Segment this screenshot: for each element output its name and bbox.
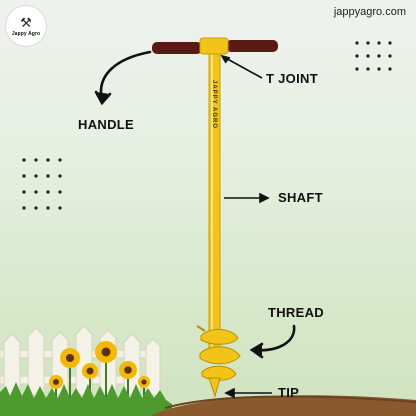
shaft-arrow <box>224 192 270 204</box>
label-tip: TIP <box>278 385 300 400</box>
t-joint-arrow <box>220 54 263 79</box>
soil-mound <box>150 395 416 416</box>
sunflower-1 <box>60 348 80 400</box>
thread-arrow <box>249 324 296 359</box>
grass <box>0 382 172 416</box>
dot-grid-left <box>22 158 62 210</box>
sunflower-2 <box>95 341 117 400</box>
handle-arrow <box>94 50 152 106</box>
website-url: jappyagro.com <box>333 6 406 18</box>
shaft-highlight <box>211 50 213 362</box>
soil-top <box>164 395 416 409</box>
shaft-brand-text: JAPPY AGRO <box>211 80 217 130</box>
dot-grid-right <box>355 41 392 71</box>
label-t-joint: T JOINT <box>266 71 318 86</box>
label-thread: THREAD <box>268 305 324 320</box>
auger-thread <box>196 325 241 381</box>
label-shaft: SHAFT <box>278 190 323 205</box>
tools-icon: ⚒ <box>20 14 32 30</box>
logo-text: Jappy Agro <box>11 30 41 37</box>
t-joint-collar <box>199 37 229 55</box>
auger-tip <box>208 377 221 398</box>
tip-arrow <box>224 387 272 399</box>
handle-grip-left <box>152 42 202 54</box>
handle-grip-right <box>226 40 278 52</box>
label-handle: HANDLE <box>78 117 134 132</box>
brand-logo: ⚒ Jappy Agro <box>6 6 46 46</box>
sunflower-4 <box>119 361 137 400</box>
